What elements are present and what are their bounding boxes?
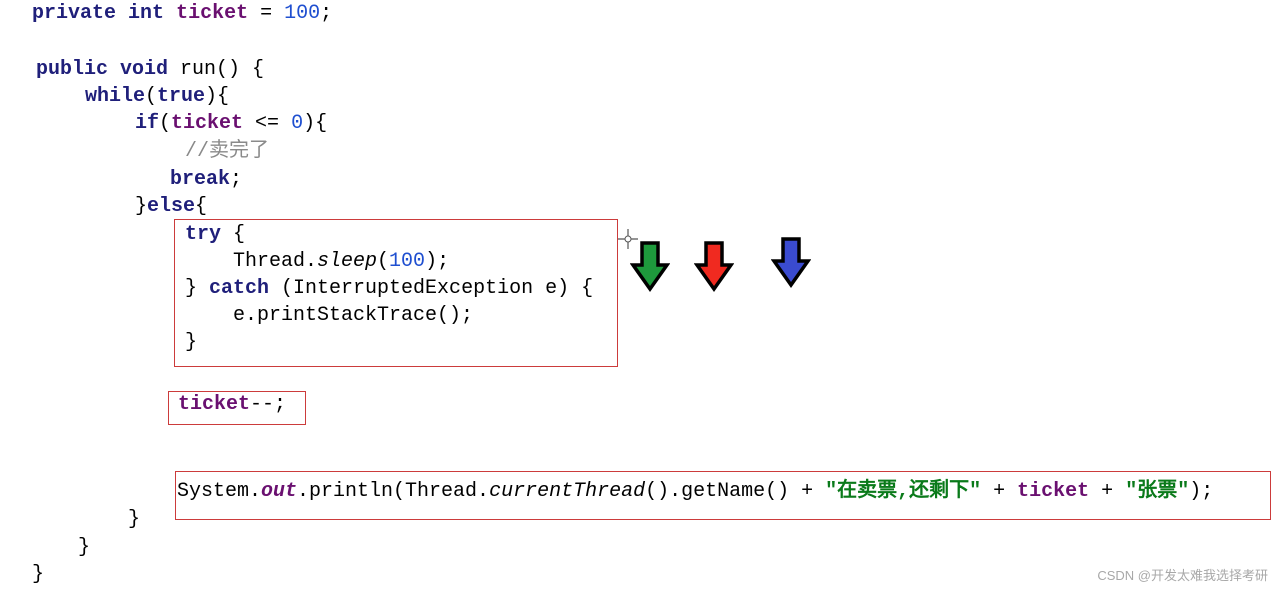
- code-line: while(true){: [85, 85, 229, 109]
- code-token: out: [261, 480, 298, 503]
- code-token: void: [120, 58, 169, 81]
- code-token: {: [195, 195, 208, 218]
- code-token: "在卖票,还剩下": [825, 480, 982, 503]
- code-token: );: [425, 250, 450, 273]
- code-token: .println(Thread.: [297, 480, 490, 503]
- code-line: break;: [170, 168, 242, 192]
- code-token: (InterruptedException e) {: [269, 277, 594, 300]
- code-token: ;: [320, 2, 333, 25]
- blue-down-arrow-icon: [771, 237, 811, 289]
- code-token: private: [32, 2, 117, 25]
- red-down-arrow-icon: [694, 241, 734, 293]
- code-token: {: [221, 223, 246, 246]
- code-token: }: [185, 331, 198, 354]
- code-token: true: [157, 85, 206, 108]
- code-token: System.: [177, 480, 262, 503]
- code-line: e.printStackTrace();: [233, 304, 473, 328]
- code-token: e.printStackTrace();: [233, 304, 474, 327]
- code-line: }: [128, 508, 140, 532]
- code-token: catch: [209, 277, 270, 300]
- code-token: break: [170, 168, 231, 191]
- code-token: +: [981, 480, 1018, 503]
- code-token: Thread.: [233, 250, 318, 273]
- code-token: sleep: [317, 250, 378, 273]
- code-token: }: [32, 563, 45, 586]
- code-token: ticket: [178, 393, 251, 416]
- code-token: --;: [250, 393, 287, 416]
- code-token: +: [1089, 480, 1126, 503]
- code-token: try: [185, 223, 222, 246]
- code-token: while: [85, 85, 146, 108]
- code-token: }: [135, 195, 148, 218]
- code-line: if(ticket <= 0){: [135, 112, 327, 136]
- code-token: 0: [291, 112, 304, 135]
- code-token: ;: [230, 168, 243, 191]
- code-token: (: [159, 112, 172, 135]
- code-token: if: [135, 112, 160, 135]
- code-line: } catch (InterruptedException e) {: [185, 277, 593, 301]
- code-line: System.out.println(Thread.currentThread(…: [177, 480, 1213, 504]
- code-token: int: [128, 2, 165, 25]
- highlight-box-ticket-decrement: [168, 391, 306, 425]
- code-line: Thread.sleep(100);: [233, 250, 449, 274]
- code-token: [164, 2, 176, 25]
- code-token: }: [185, 277, 210, 300]
- code-token: ticket: [1017, 480, 1090, 503]
- code-line: //卖完了: [185, 140, 269, 164]
- code-line: ticket--;: [178, 393, 286, 417]
- code-line: try {: [185, 223, 245, 247]
- code-token: =: [248, 2, 285, 25]
- code-token: "张票": [1125, 480, 1190, 503]
- code-token: (: [377, 250, 390, 273]
- code-token: run() {: [168, 58, 265, 81]
- code-token: ){: [205, 85, 230, 108]
- code-token: ){: [303, 112, 328, 135]
- code-token: ticket: [171, 112, 244, 135]
- code-token: );: [1189, 480, 1214, 503]
- code-token: ticket: [176, 2, 249, 25]
- highlight-box-println: [175, 471, 1271, 520]
- watermark: CSDN @开发太难我选择考研: [1097, 568, 1268, 583]
- code-line: private int ticket = 100;: [32, 2, 332, 26]
- code-token: }: [78, 536, 91, 559]
- code-line: }: [32, 563, 44, 587]
- code-token: //卖完了: [185, 140, 270, 163]
- green-down-arrow-icon: [630, 241, 670, 293]
- code-token: 100: [389, 250, 426, 273]
- code-token: <=: [243, 112, 292, 135]
- code-token: 100: [284, 2, 321, 25]
- code-token: currentThread: [489, 480, 646, 503]
- code-token: else: [147, 195, 196, 218]
- code-token: [116, 2, 128, 25]
- code-line: }: [185, 331, 197, 355]
- code-token: (: [145, 85, 158, 108]
- code-line: }: [78, 536, 90, 560]
- code-token: [108, 58, 120, 81]
- code-line: public void run() {: [36, 58, 264, 82]
- crosshair-cursor-icon: [618, 229, 638, 249]
- code-line: }else{: [135, 195, 207, 219]
- code-token: }: [128, 508, 141, 531]
- code-token: public: [36, 58, 109, 81]
- code-token: ().getName() +: [645, 480, 826, 503]
- highlight-box-try-catch: [174, 219, 618, 367]
